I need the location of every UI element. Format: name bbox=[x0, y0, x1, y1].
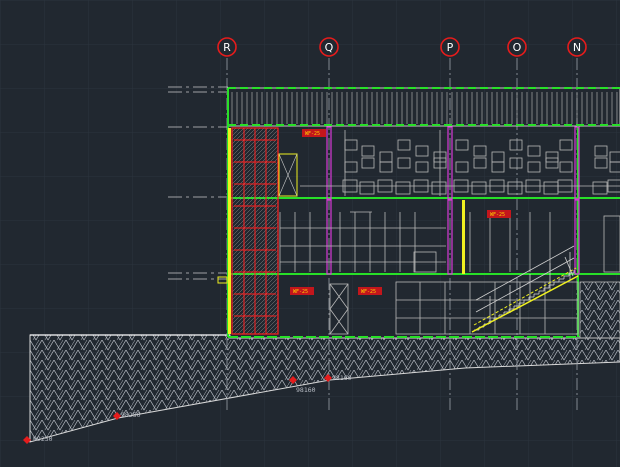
yellow-column bbox=[462, 200, 465, 274]
floor-slabs bbox=[227, 87, 620, 338]
columns bbox=[326, 126, 580, 275]
wall-tag-text: WF-25 bbox=[361, 289, 376, 295]
level-marker bbox=[217, 276, 228, 284]
elevation-mark[interactable]: 99250 bbox=[23, 435, 53, 444]
elevation-text: 98160 bbox=[332, 374, 352, 382]
door-outline bbox=[278, 153, 298, 197]
ground-floor-windows bbox=[329, 281, 620, 339]
grid-bubble-label: P bbox=[447, 41, 454, 54]
wall-tags: WF-25 WF-25 WF-25 WF-25 bbox=[290, 129, 511, 295]
grid-bubble[interactable]: Q bbox=[319, 37, 339, 57]
elevation-text: 99250 bbox=[33, 435, 53, 443]
wall-tag[interactable]: WF-25 bbox=[302, 129, 326, 137]
grid-bubble-label: Q bbox=[325, 41, 334, 54]
wall-tag[interactable]: WF-25 bbox=[487, 210, 511, 218]
elevation-text: 98160 bbox=[296, 386, 316, 394]
grid-bubble[interactable]: P bbox=[440, 37, 460, 57]
staircase bbox=[471, 245, 579, 333]
stair-core bbox=[228, 127, 279, 335]
wall-tag[interactable]: WF-25 bbox=[358, 287, 382, 295]
grid-bubble[interactable]: R bbox=[217, 37, 237, 57]
grid-bubble[interactable]: N bbox=[567, 37, 587, 57]
upper-floor-details bbox=[300, 130, 620, 196]
elevation-mark[interactable]: 98250 bbox=[113, 411, 141, 420]
wall-tag-text: WF-25 bbox=[490, 212, 505, 218]
elevation-text: 98250 bbox=[121, 411, 141, 419]
middle-floor-details bbox=[279, 211, 620, 273]
spot-elevations: 99250 98250 98160 98160 bbox=[23, 374, 352, 444]
grid-bubble-label: O bbox=[513, 41, 522, 54]
elevation-mark[interactable]: 98160 bbox=[289, 376, 316, 394]
grid-bubble[interactable]: O bbox=[507, 37, 527, 57]
grid-bubble-label: N bbox=[573, 41, 581, 54]
wall-tag-text: WF-25 bbox=[293, 289, 308, 295]
wall-tag-text: WF-25 bbox=[305, 131, 320, 137]
wall-tag[interactable]: WF-25 bbox=[290, 287, 314, 295]
grid-bubble-label: R bbox=[223, 41, 231, 54]
elevation-mark[interactable]: 98160 bbox=[324, 374, 352, 382]
grid-bubbles: R Q P O N bbox=[217, 37, 587, 57]
